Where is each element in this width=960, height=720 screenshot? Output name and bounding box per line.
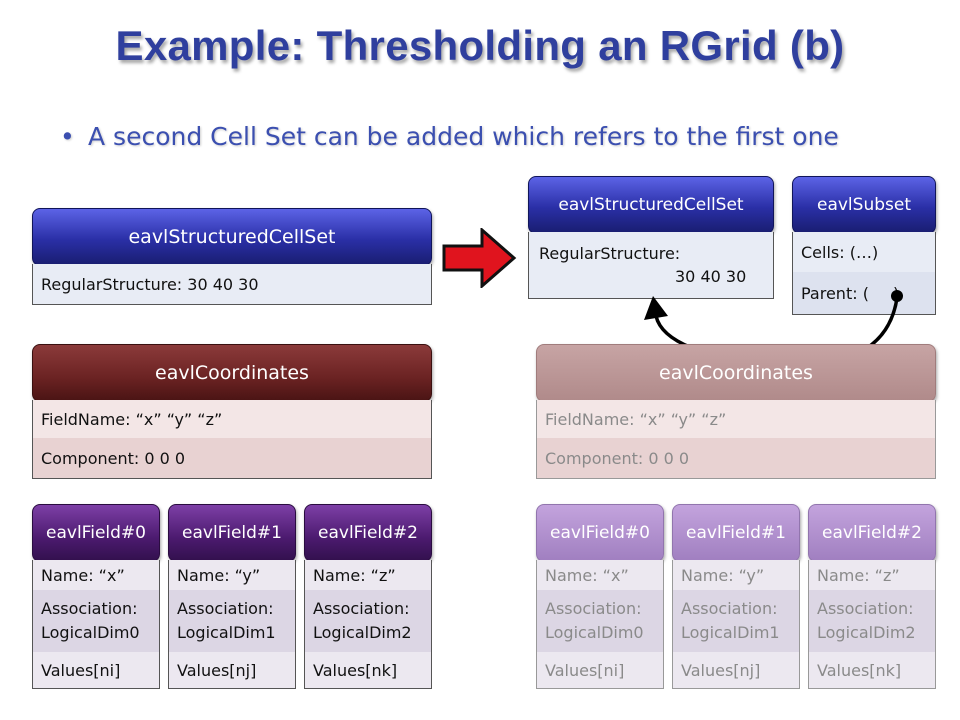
right-field-1-values: Values[nj] [673, 652, 799, 688]
right-coordinates-box: eavlCoordinates FieldName: “x” “y” “z” C… [536, 344, 936, 479]
left-coordinates-box: eavlCoordinates FieldName: “x” “y” “z” C… [32, 344, 432, 479]
left-coordinates-fieldname: FieldName: “x” “y” “z” [33, 400, 431, 438]
left-field-1-body: Name: “y” Association: LogicalDim1 Value… [168, 560, 296, 689]
left-coordinates-body: FieldName: “x” “y” “z” Component: 0 0 0 [32, 400, 432, 479]
left-field-0-box: eavlField#0 Name: “x” Association: Logic… [32, 504, 160, 689]
right-field-1-association-value: LogicalDim1 [681, 623, 780, 642]
bullet-text: A second Cell Set can be added which ref… [88, 122, 839, 151]
left-field-2-association-label: Association: [313, 599, 410, 618]
left-field-1-association: Association: LogicalDim1 [169, 590, 295, 652]
left-cellset-body: RegularStructure: 30 40 30 [32, 264, 432, 305]
subset-box: eavlSubset Cells: (…) Parent: ( ) [792, 176, 936, 315]
right-field-1-association: Association: LogicalDim1 [673, 590, 799, 652]
left-field-1-box: eavlField#1 Name: “y” Association: Logic… [168, 504, 296, 689]
right-cellset-body: RegularStructure: 30 40 30 [528, 232, 774, 299]
right-field-2-association-value: LogicalDim2 [817, 623, 916, 642]
left-field-0-association-value: LogicalDim0 [41, 623, 140, 642]
left-field-2-values: Values[nk] [305, 652, 431, 688]
right-field-0-association: Association: LogicalDim0 [537, 590, 663, 652]
right-field-0-body: Name: “x” Association: LogicalDim0 Value… [536, 560, 664, 689]
right-field-1-association-label: Association: [681, 599, 778, 618]
right-field-2-association-label: Association: [817, 599, 914, 618]
right-arrow-icon [442, 228, 517, 288]
right-field-1-box: eavlField#1 Name: “y” Association: Logic… [672, 504, 800, 689]
right-field-2-header: eavlField#2 [808, 504, 936, 562]
right-field-0-name: Name: “x” [537, 560, 663, 590]
bullet-point: • A second Cell Set can be added which re… [60, 122, 839, 151]
right-field-2-association: Association: LogicalDim2 [809, 590, 935, 652]
bullet-dot-icon: • [60, 122, 75, 151]
left-field-0-association-label: Association: [41, 599, 138, 618]
subset-parent: Parent: ( ) [793, 272, 935, 314]
left-coordinates-header: eavlCoordinates [32, 344, 432, 402]
right-field-2-box: eavlField#2 Name: “z” Association: Logic… [808, 504, 936, 689]
left-field-0-body: Name: “x” Association: LogicalDim0 Value… [32, 560, 160, 689]
left-field-1-header: eavlField#1 [168, 504, 296, 562]
left-field-1-values: Values[nj] [169, 652, 295, 688]
left-cellset-box: eavlStructuredCellSet RegularStructure: … [32, 208, 432, 305]
left-field-0-name: Name: “x” [33, 560, 159, 590]
right-field-0-values: Values[ni] [537, 652, 663, 688]
right-field-2-body: Name: “z” Association: LogicalDim2 Value… [808, 560, 936, 689]
right-coordinates-component: Component: 0 0 0 [537, 438, 935, 478]
subset-parent-label: Parent: ( [801, 283, 869, 303]
left-field-0-association: Association: LogicalDim0 [33, 590, 159, 652]
right-field-0-header: eavlField#0 [536, 504, 664, 562]
left-field-2-association-value: LogicalDim2 [313, 623, 412, 642]
subset-body: Cells: (…) Parent: ( ) [792, 232, 936, 315]
left-field-0-header: eavlField#0 [32, 504, 160, 562]
left-field-2-association: Association: LogicalDim2 [305, 590, 431, 652]
left-field-2-body: Name: “z” Association: LogicalDim2 Value… [304, 560, 432, 689]
subset-cells: Cells: (…) [793, 232, 935, 272]
left-field-1-association-value: LogicalDim1 [177, 623, 276, 642]
left-field-2-box: eavlField#2 Name: “z” Association: Logic… [304, 504, 432, 689]
right-cellset-box: eavlStructuredCellSet RegularStructure: … [528, 176, 774, 299]
right-coordinates-fieldname: FieldName: “x” “y” “z” [537, 400, 935, 438]
right-cellset-structure-label: RegularStructure: [539, 244, 681, 263]
right-field-0-association-label: Association: [545, 599, 642, 618]
left-field-0-values: Values[ni] [33, 652, 159, 688]
subset-header: eavlSubset [792, 176, 936, 234]
page-title: Example: Thresholding an RGrid (b) [115, 22, 845, 69]
right-field-1-header: eavlField#1 [672, 504, 800, 562]
right-field-1-name: Name: “y” [673, 560, 799, 590]
right-field-1-body: Name: “y” Association: LogicalDim1 Value… [672, 560, 800, 689]
right-field-2-values: Values[nk] [809, 652, 935, 688]
right-field-0-association-value: LogicalDim0 [545, 623, 644, 642]
left-field-1-name: Name: “y” [169, 560, 295, 590]
right-coordinates-body: FieldName: “x” “y” “z” Component: 0 0 0 [536, 400, 936, 479]
left-field-2-name: Name: “z” [305, 560, 431, 590]
right-field-2-name: Name: “z” [809, 560, 935, 590]
left-cellset-header: eavlStructuredCellSet [32, 208, 432, 266]
right-cellset-structure-values: 30 40 30 [675, 267, 747, 286]
left-field-1-association-label: Association: [177, 599, 274, 618]
right-cellset-header: eavlStructuredCellSet [528, 176, 774, 234]
right-cellset-regular-structure: RegularStructure: 30 40 30 [529, 232, 773, 298]
left-coordinates-component: Component: 0 0 0 [33, 438, 431, 478]
right-field-0-box: eavlField#0 Name: “x” Association: Logic… [536, 504, 664, 689]
right-coordinates-header: eavlCoordinates [536, 344, 936, 402]
left-field-2-header: eavlField#2 [304, 504, 432, 562]
left-cellset-regular-structure: RegularStructure: 30 40 30 [33, 264, 431, 304]
